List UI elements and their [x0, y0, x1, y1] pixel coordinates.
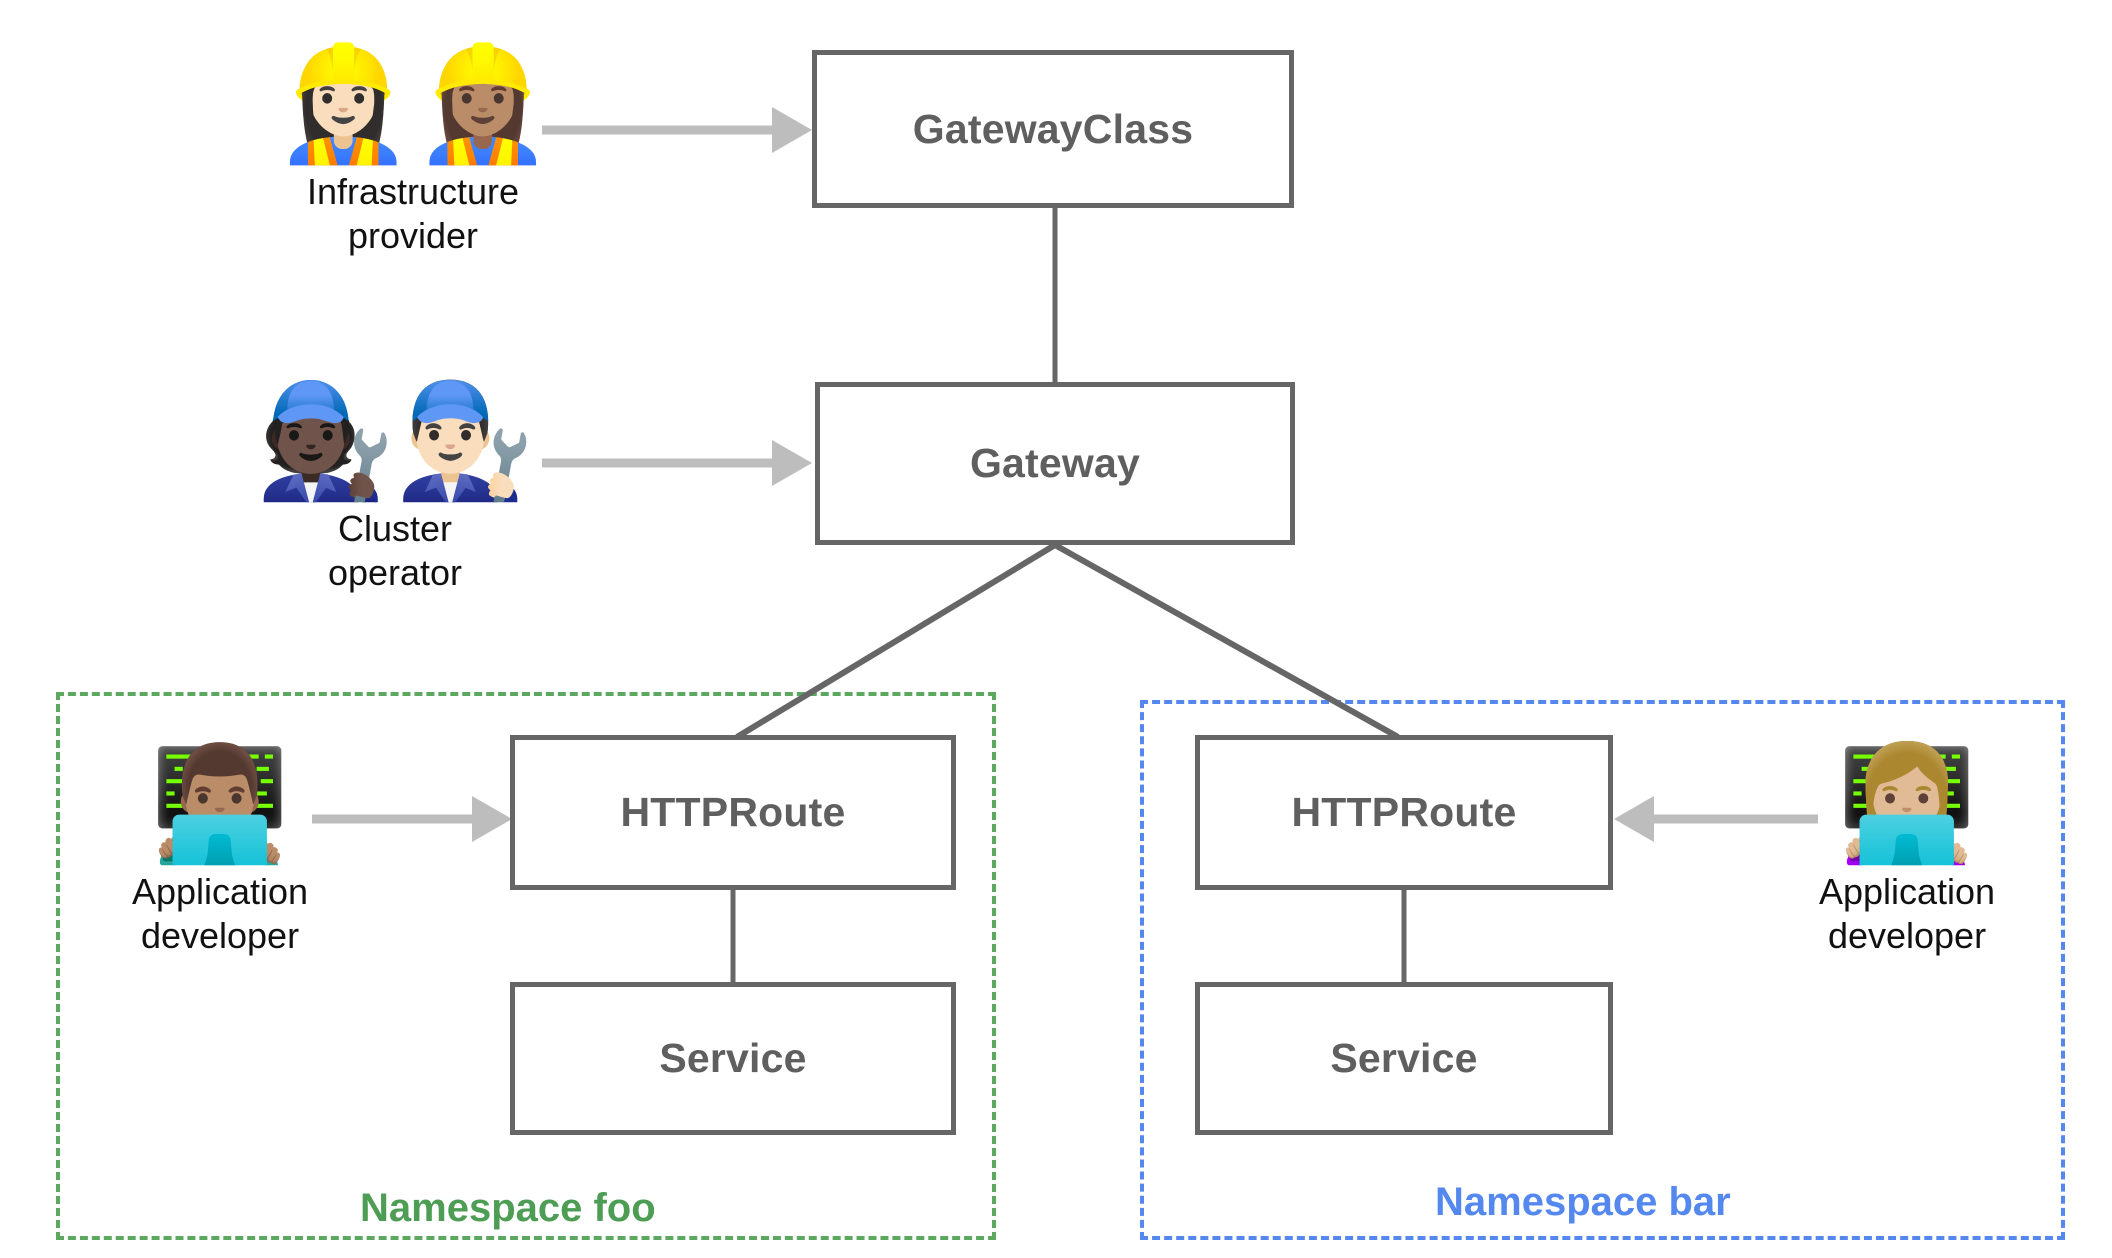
woman-construction-worker-light-icon: 👷🏻‍♀️ — [273, 39, 413, 169]
mechanic-dark-icon: 🧑🏿‍🔧 — [255, 376, 395, 506]
service-foo-label: Service — [659, 1035, 807, 1081]
namespace-bar-label: Namespace bar — [1435, 1180, 1731, 1224]
cluster-operator-caption: Cluster operator — [327, 508, 463, 593]
namespace-foo-frame — [56, 692, 996, 1240]
httproute-bar-label: HTTPRoute — [1291, 789, 1517, 835]
cluster-operator-emojis: 🧑🏿‍🔧 👨🏻‍🔧 — [256, 385, 535, 497]
httproute-foo-label: HTTPRoute — [620, 789, 846, 835]
persona-infrastructure-provider: 👷🏻‍♀️ 👷🏽‍♀️ Infrastructure provider — [268, 48, 558, 258]
persona-cluster-operator: 🧑🏿‍🔧 👨🏻‍🔧 Cluster operator — [250, 385, 540, 595]
application-developer-bar-emojis: 👩🏼‍💻 — [1837, 748, 1976, 860]
namespace-bar-frame — [1140, 700, 2065, 1240]
man-technologist-medium-icon: 👨🏽‍💻 — [150, 739, 290, 869]
woman-construction-worker-medium-icon: 👷🏽‍♀️ — [413, 39, 553, 169]
application-developer-foo-caption: Application developer — [131, 871, 309, 956]
arrow-operator-to-gateway — [542, 440, 812, 486]
httproute-foo-box[interactable]: HTTPRoute — [510, 735, 956, 890]
infrastructure-provider-emojis: 👷🏻‍♀️ 👷🏽‍♀️ — [274, 48, 553, 160]
woman-technologist-light-icon: 👩🏼‍💻 — [1837, 739, 1977, 869]
gatewayclass-box[interactable]: GatewayClass — [812, 50, 1294, 208]
application-developer-bar-caption: Application developer — [1818, 871, 1996, 956]
httproute-bar-box[interactable]: HTTPRoute — [1195, 735, 1613, 890]
gatewayclass-label: GatewayClass — [912, 105, 1194, 152]
arrow-infra-to-gatewayclass — [542, 107, 812, 153]
man-mechanic-light-icon: 👨🏻‍🔧 — [395, 376, 535, 506]
service-bar-label: Service — [1330, 1035, 1478, 1081]
namespace-foo-label: Namespace foo — [360, 1186, 656, 1230]
gateway-box[interactable]: Gateway — [815, 382, 1295, 545]
infrastructure-provider-caption: Infrastructure provider — [306, 171, 520, 256]
application-developer-foo-emojis: 👨🏽‍💻 — [150, 748, 289, 860]
service-bar-box[interactable]: Service — [1195, 982, 1613, 1135]
persona-application-developer-bar: 👩🏼‍💻 Application developer — [1782, 748, 2032, 958]
gateway-label: Gateway — [969, 440, 1141, 486]
persona-application-developer-foo: 👨🏽‍💻 Application developer — [95, 748, 345, 958]
service-foo-box[interactable]: Service — [510, 982, 956, 1135]
